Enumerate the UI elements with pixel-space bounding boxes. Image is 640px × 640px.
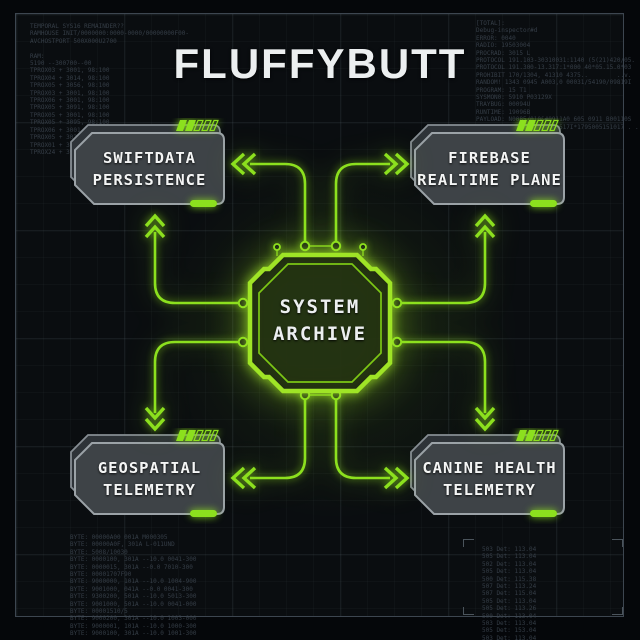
status-bar-accent [190, 200, 217, 207]
hash-marks-icon [176, 429, 219, 442]
node-panel-graphic [70, 119, 225, 207]
hash-marks-icon [516, 429, 559, 442]
status-bar-accent [530, 200, 557, 207]
node-label: GEOSPATIAL TELEMETRY [97, 458, 202, 499]
frame-corner-icon [463, 539, 474, 547]
node-panel [414, 132, 565, 205]
decor-text-bottom-right: 503 Det: 113.04 505 Det: 113.04 502 Det:… [482, 546, 537, 640]
hash-marks-icon [176, 119, 219, 132]
status-bar-accent [530, 510, 557, 517]
node-panel-graphic [70, 429, 225, 517]
node-canine-health-telemetry[interactable]: CANINE HEALTH TELEMETRY [408, 428, 570, 524]
decor-text-bottom-left: BYTE: 00000A00 001A M000305 BYTE: 00000A… [70, 534, 197, 638]
node-geospatial-telemetry[interactable]: GEOSPATIAL TELEMETRY [68, 428, 230, 524]
hash-marks-icon [516, 119, 559, 132]
node-panel [414, 442, 565, 515]
frame-corner-icon [612, 539, 623, 547]
frame-corner-icon [463, 607, 474, 615]
node-label: CANINE HEALTH TELEMETRY [422, 458, 557, 499]
node-panel-graphic [410, 119, 565, 207]
node-panel-graphic [410, 429, 565, 517]
page-title: FLUFFYBUTT [173, 40, 467, 87]
node-label: FIREBASE REALTIME PLANE [417, 148, 562, 189]
center-node-label: SYSTEM ARCHIVE [272, 296, 368, 345]
node-swiftdata-persistence[interactable]: SWIFTDATA PERSISTENCE [68, 118, 230, 214]
decor-text-top-left: TEMPORAL SYS16 REMAINDER?? RAMHOUSE INIT… [30, 23, 189, 156]
frame-corner-icon [612, 607, 623, 615]
node-panel [74, 442, 225, 515]
node-panel [74, 132, 225, 205]
node-firebase-realtime-plane[interactable]: FIREBASE REALTIME PLANE [408, 118, 570, 214]
node-label: SWIFTDATA PERSISTENCE [92, 148, 207, 189]
reticle-frame [463, 539, 623, 615]
status-bar-accent [190, 510, 217, 517]
